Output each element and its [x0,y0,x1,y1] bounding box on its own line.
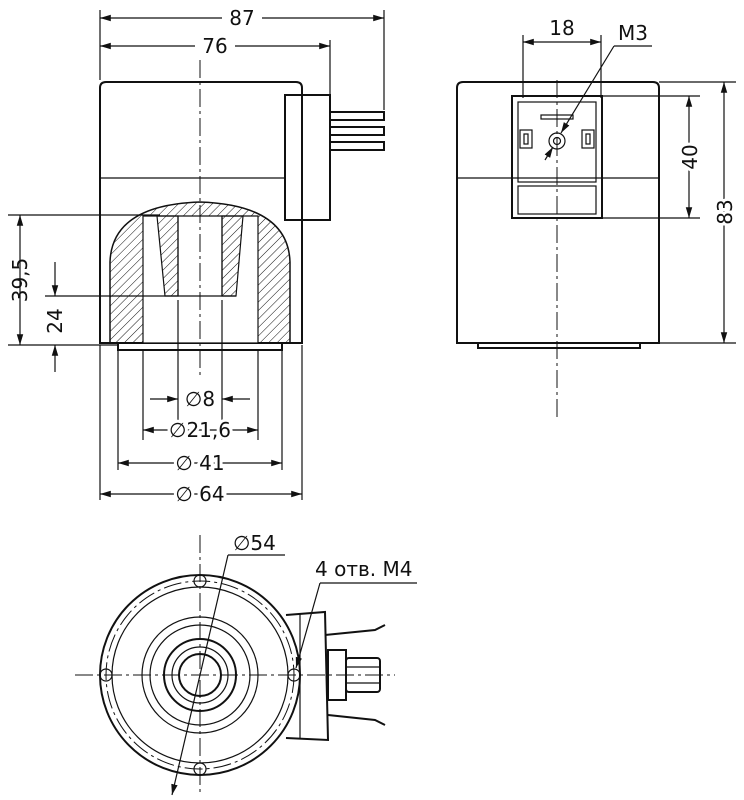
dim-body-diameter: ∅ 64 [175,482,224,506]
dim-body-length: 76 [202,34,227,58]
dim-screw-thread: M3 [618,21,648,45]
dim-base-diameter: ∅ 41 [175,451,224,475]
dim-mount-holes: 4 отв. M4 [315,557,412,581]
front-dimensions: 87 76 39,5 24 ∅8 ∅21,6 ∅ 41 ∅ 64 [8,6,385,509]
dim-bolt-circle: ∅54 [233,531,276,555]
dim-connector-width: 18 [549,16,574,40]
dim-bore-depth: 24 [43,308,67,333]
dim-sleeve-diameter: ∅21,6 [169,418,231,442]
dim-connector-height: 40 [678,144,702,169]
side-view [456,80,660,420]
dim-overall-length: 87 [229,6,254,30]
dim-mount-height: 39,5 [8,258,32,303]
front-view [99,60,385,375]
side-dimensions: 18 M3 40 83 [522,16,740,344]
dim-overall-height: 83 [713,199,737,224]
top-view [75,535,395,795]
top-dimensions: ∅54 4 отв. M4 [171,531,417,796]
dim-bore-diameter: ∅8 [185,387,215,411]
